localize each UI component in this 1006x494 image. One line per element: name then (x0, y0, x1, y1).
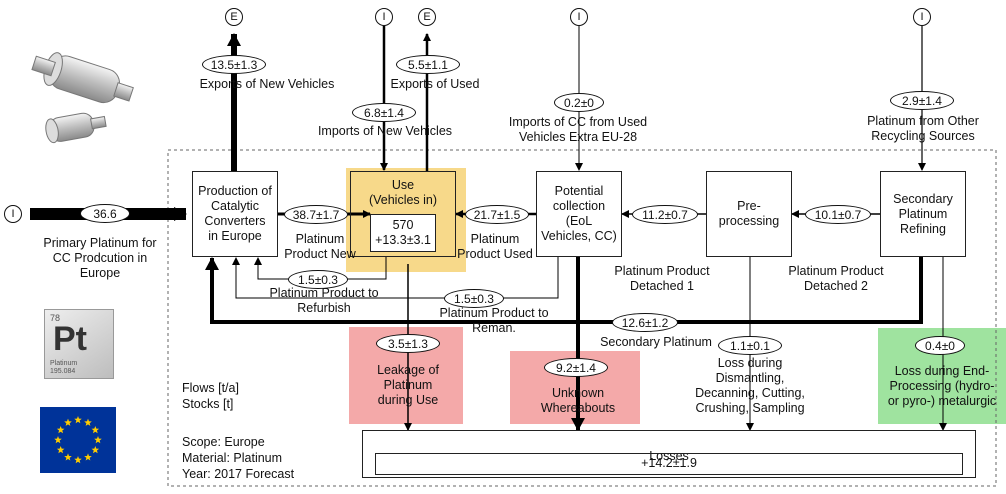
flow-value-product-used: 21.7±1.5 (465, 205, 529, 224)
flow-value-secondary: 12.6±1.2 (612, 313, 678, 332)
eu-star (64, 418, 72, 426)
secondary-platinum-arrow (205, 256, 923, 324)
flow-value-import-new: 6.8±1.4 (352, 103, 416, 122)
label-primary: Primary Platinum for CC Prodcution in Eu… (43, 236, 157, 280)
export-marker-used: E (418, 8, 436, 26)
export-marker-new: E (225, 8, 243, 26)
label-product-used: Platinum Product Used (457, 232, 533, 261)
losses-box: Losses +14.2±1.9 (362, 430, 976, 478)
label-reman: Platinum Product to Reman. (439, 306, 549, 335)
flow-value-export-new: 13.5±1.3 (202, 55, 266, 74)
element-symbol: Pt (53, 320, 87, 358)
reman-arrow (232, 256, 559, 299)
legend-flows: Flows [t/a] (182, 381, 239, 395)
label-export-new: Exports of New Vehicles (199, 77, 335, 91)
preprocessing-box: Pre- processing (706, 171, 792, 257)
flow-value-export-used: 5.5±1.1 (396, 55, 460, 74)
label-other-recycling: Platinum from Other Recycling Sources (867, 114, 979, 143)
flow-value-primary: 36.6 (80, 204, 130, 223)
label-detached1: Platinum Product Detached 1 (614, 264, 710, 293)
flow-value-detached1: 11.2±0.7 (632, 205, 698, 224)
eu-star (74, 456, 82, 464)
flow-value-refurbish: 1.5±0.3 (288, 270, 348, 289)
losses-value: +14.2±1.9 (375, 453, 963, 475)
element-mass: 195.084 (50, 368, 76, 375)
import-marker-cc: I (570, 8, 588, 26)
eu-star (84, 418, 92, 426)
import-marker-primary: I (4, 205, 22, 223)
label-export-used: Exports of Used (390, 77, 480, 91)
label-product-new: Platinum Product New (284, 232, 356, 261)
flow-value-end-processing-loss: 0.4±0 (915, 336, 965, 355)
production-box: Production of Catalytic Converters in Eu… (192, 171, 278, 257)
eu-star (94, 436, 102, 444)
flow-value-import-cc: 0.2±0 (554, 93, 604, 112)
label-refurbish: Platinum Product to Refurbish (269, 286, 379, 315)
import-marker-new: I (375, 8, 393, 26)
legend-year: Year: 2017 Forecast (182, 467, 295, 481)
import-marker-other: I (913, 8, 931, 26)
eu-star (56, 446, 65, 454)
eu-star (84, 453, 92, 461)
label-dismantling-loss: Loss during Dismantling, Decanning, Cutt… (695, 356, 805, 415)
label-unknown: Unknown Whereabouts (540, 386, 616, 415)
system-boundary (167, 149, 997, 487)
flow-value-dismantling-loss: 1.1±0.1 (718, 336, 782, 355)
losses-title: Losses (649, 449, 689, 463)
eu-star (74, 416, 82, 424)
flow-value-leakage: 3.5±1.3 (376, 334, 440, 353)
eu-flag-icon (40, 407, 116, 473)
catalytic-converter-image (31, 52, 134, 144)
refining-box: Secondary Platinum Refining (880, 171, 966, 257)
label-detached2: Platinum Product Detached 2 (788, 264, 884, 293)
legend-stocks: Stocks [t] (182, 397, 234, 411)
label-end-processing-loss: Loss during End- Processing (hydro- or p… (887, 364, 997, 408)
label-import-cc: Imports of CC from Used Vehicles Extra E… (508, 115, 648, 144)
legend-scope: Scope: Europe (182, 435, 265, 449)
use-title: Use (Vehicles in) (368, 178, 438, 207)
element-name: Platinum (50, 360, 78, 367)
eu-star (91, 426, 100, 434)
use-box-title: Use (Vehicles in) (350, 171, 456, 257)
eu-star (54, 436, 62, 444)
eu-star (91, 446, 100, 454)
flow-value-other-recycling: 2.9±1.4 (890, 91, 954, 110)
label-import-new: Imports of New Vehicles (317, 124, 453, 138)
label-leakage: Leakage of Platinum during Use (377, 363, 439, 407)
flow-value-product-new: 38.7±1.7 (284, 205, 348, 224)
eu-star (64, 453, 72, 461)
legend-material: Material: Platinum (182, 451, 283, 465)
flow-value-reman: 1.5±0.3 (444, 289, 504, 308)
element-number: 78 (50, 313, 61, 323)
platinum-element-badge: 78 Pt Platinum 195.084 (44, 309, 114, 379)
flow-value-unknown: 9.2±1.4 (544, 358, 608, 377)
collection-box: Potential collection (EoL Vehicles, CC) (536, 171, 622, 257)
label-secondary: Secondary Platinum (600, 335, 712, 349)
use-stock-box: 570 +13.3±3.1 (370, 214, 436, 252)
flow-value-detached2: 10.1±0.7 (805, 205, 871, 224)
eu-star (56, 426, 65, 434)
